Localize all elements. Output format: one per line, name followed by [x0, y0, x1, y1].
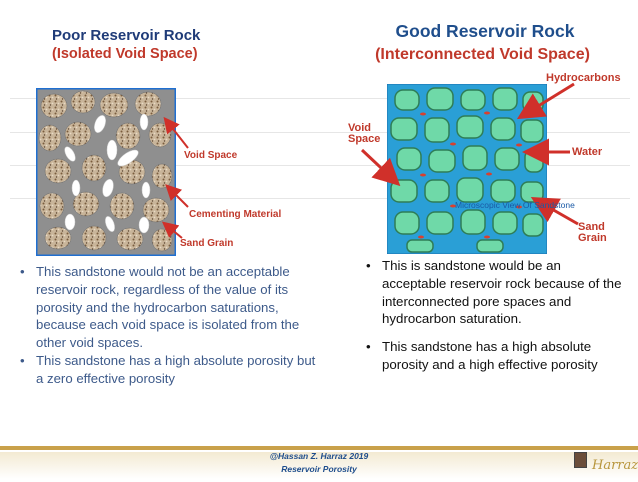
poor-rock-diagram — [36, 88, 176, 256]
right-bullet-list: This is sandstone would be an acceptable… — [366, 257, 628, 374]
left-title: Poor Reservoir Rock — [52, 27, 201, 44]
right-subtitle: (Interconnected Void Space) — [375, 46, 590, 63]
sand-grain-label-right: Sand Grain — [578, 221, 607, 244]
cementing-material-label: Cementing Material — [189, 209, 282, 220]
sand-grain-label: Sand Grain — [180, 238, 234, 249]
hydrocarbons-label: Hydrocarbons — [546, 72, 621, 84]
left-bullet-list: This sandstone would not be an acceptabl… — [20, 263, 320, 388]
right-title: Good Reservoir Rock — [395, 21, 575, 41]
harraz-logo: Harraz — [592, 458, 638, 473]
void-space-label: Void Space — [184, 150, 238, 161]
footer-background — [0, 452, 638, 479]
left-subtitle: (Isolated Void Space) — [52, 46, 198, 62]
list-item: This sandstone would not be an acceptabl… — [20, 263, 320, 352]
water-label: Water — [572, 146, 603, 158]
void-space-label-right: Void Space — [348, 122, 381, 145]
grid-line — [10, 132, 630, 133]
list-item: This sandstone has a high absolute poros… — [20, 352, 320, 388]
footer-topic: Reservoir Porosity — [281, 464, 357, 474]
grid-line — [10, 198, 630, 199]
list-item: This sandstone has a high absolute poros… — [366, 338, 628, 374]
list-item: This is sandstone would be an acceptable… — [366, 257, 628, 328]
footer-author: @Hassan Z. Harraz 2019 — [269, 451, 369, 461]
grid-line — [10, 165, 630, 166]
author-portrait — [574, 452, 587, 468]
grid-line — [10, 98, 630, 99]
microscopic-view-caption: Microscopic View Of Sandstone — [455, 200, 575, 210]
footer-band — [0, 446, 638, 450]
